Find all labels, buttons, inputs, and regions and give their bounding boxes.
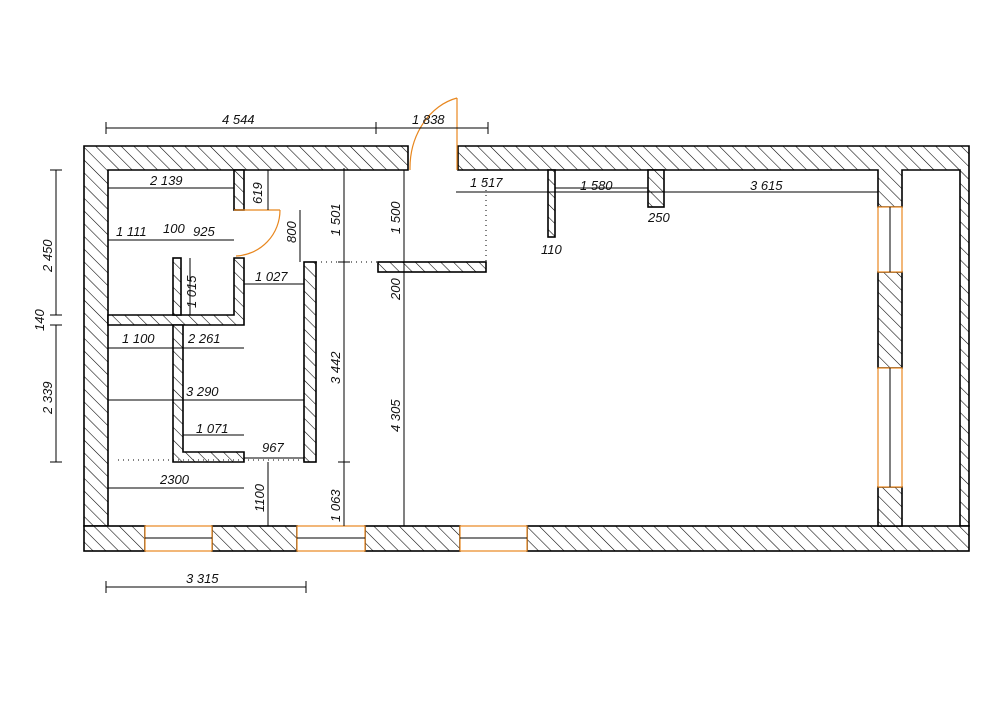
dim-1100-b: 1100 — [252, 483, 267, 512]
dim-1071: 1 071 — [196, 421, 229, 436]
bottom-wall-4 — [526, 525, 970, 552]
partition-long-vertical — [303, 261, 317, 463]
dim-3290: 3 290 — [186, 384, 219, 399]
dim-4305: 4 305 — [388, 399, 403, 432]
right-inner-lower — [877, 486, 903, 527]
dim-110: 110 — [541, 242, 562, 257]
dim-4544: 4 544 — [222, 112, 255, 127]
dim-1517: 1 517 — [470, 175, 503, 190]
dim-200: 200 — [388, 278, 403, 301]
partition-storage — [172, 324, 245, 463]
dim-2450: 2 450 — [40, 239, 55, 273]
partition-shelf — [377, 261, 487, 273]
dim-800: 800 — [284, 221, 299, 243]
dim-3315: 3 315 — [186, 571, 219, 586]
bottom-wall-3 — [364, 525, 461, 552]
dim-619: 619 — [250, 182, 265, 204]
dimension-lines — [50, 122, 878, 593]
dim-2139: 2 139 — [149, 173, 183, 188]
dim-925: 925 — [193, 224, 215, 239]
dim-3442: 3 442 — [328, 351, 343, 384]
dim-2300: 2300 — [159, 472, 190, 487]
partition-stub-110 — [547, 169, 556, 238]
top-wall-right — [457, 145, 970, 527]
interior-walls — [107, 169, 665, 463]
dim-967: 967 — [262, 440, 284, 455]
dim-1015: 1 015 — [184, 275, 199, 308]
partition-small-vertical — [172, 257, 182, 316]
partition-column-250 — [647, 169, 665, 208]
dim-1501: 1 501 — [328, 203, 343, 236]
dim-250: 250 — [647, 210, 670, 225]
bottom-wall-2 — [211, 525, 298, 552]
dimension-labels: 4 544 1 838 2 139 619 1 517 1 580 3 615 … — [32, 112, 783, 586]
dim-1838: 1 838 — [412, 112, 445, 127]
partition-wc-top — [233, 169, 245, 211]
dim-3615: 3 615 — [750, 178, 783, 193]
exterior-walls — [83, 145, 970, 552]
dim-140: 140 — [32, 309, 47, 331]
dim-1027: 1 027 — [255, 269, 288, 284]
dim-100: 100 — [163, 221, 185, 236]
dim-1111: 1 111 — [116, 224, 147, 239]
windows — [144, 206, 903, 552]
dim-1100-a: 1 100 — [122, 331, 155, 346]
bottom-wall-1 — [83, 525, 146, 552]
dim-2339: 2 339 — [40, 381, 55, 415]
dim-1500: 1 500 — [388, 201, 403, 234]
partition-bath — [107, 257, 245, 326]
dim-2261: 2 261 — [187, 331, 221, 346]
right-inner-pier — [877, 271, 903, 369]
dim-1580: 1 580 — [580, 178, 613, 193]
entrance-door — [409, 97, 458, 171]
dim-1063: 1 063 — [328, 489, 343, 522]
